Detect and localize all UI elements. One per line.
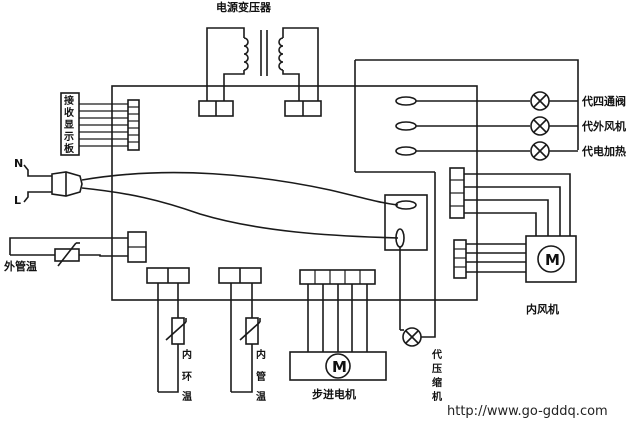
stepper-wires — [307, 284, 368, 352]
transformer-primary-connector — [198, 100, 234, 117]
n-terminal-label: N — [14, 157, 23, 170]
load-lamp-1 — [530, 91, 550, 111]
main-control-board — [111, 85, 478, 301]
relay-3 — [395, 146, 417, 156]
svg-text:环: 环 — [182, 371, 192, 383]
load-label-2: 代外风机 — [581, 119, 626, 133]
svg-text:示: 示 — [64, 131, 74, 143]
fan-wires — [464, 173, 571, 273]
svg-text:压: 压 — [432, 363, 442, 375]
svg-text:显: 显 — [64, 119, 74, 131]
power-plug — [51, 171, 83, 197]
stepper-motor-label: 步进电机 — [312, 387, 356, 401]
display-board: 接 收 显 示 板 — [60, 92, 80, 156]
fan-connector-upper — [449, 167, 465, 219]
svg-text:缩: 缩 — [432, 376, 442, 389]
transformer-secondary-connector — [284, 100, 322, 117]
svg-text:收: 收 — [64, 106, 74, 119]
outdoor-temp-label: 外管温 — [3, 259, 37, 273]
svg-text:M: M — [332, 358, 347, 376]
power-cable — [81, 171, 399, 206]
svg-text:M: M — [545, 251, 560, 269]
indoor-pipe-temp-sensor: 内 管 温 — [218, 267, 266, 403]
load-lamp-2 — [530, 116, 550, 136]
display-connector — [127, 99, 140, 151]
svg-text:代: 代 — [431, 348, 442, 361]
relay-loads: 代四通阀 代外风机 代电加热 — [354, 59, 626, 300]
outdoor-temp-sensor: 外管温 — [3, 231, 147, 273]
l-terminal-label: L — [14, 194, 21, 207]
stepper-motor: M 步进电机 — [289, 351, 387, 401]
svg-text:内: 内 — [182, 348, 192, 361]
stepper-connector — [299, 269, 376, 285]
load-label-3: 代电加热 — [581, 144, 626, 158]
compressor-lamp: 代 压 缩 机 — [402, 300, 442, 403]
svg-text:接: 接 — [64, 94, 74, 107]
indoor-fan-motor: M 内风机 — [525, 235, 577, 316]
svg-text:管: 管 — [256, 370, 266, 383]
fan-connector-lower — [453, 239, 467, 279]
svg-text:温: 温 — [256, 390, 266, 403]
website-watermark: http://www.go-gddq.com — [447, 404, 608, 419]
svg-text:温: 温 — [182, 390, 192, 403]
display-board-wires — [79, 103, 128, 147]
svg-text:内: 内 — [256, 348, 266, 361]
relay-4 — [395, 200, 417, 210]
indoor-fan-label: 内风机 — [526, 302, 559, 316]
svg-text:机: 机 — [432, 390, 442, 403]
transformer-label: 电源变压器 — [216, 0, 272, 14]
compressor-relay — [384, 194, 428, 331]
power-transformer: 电源变压器 — [206, 0, 319, 101]
power-input: N L — [14, 157, 399, 239]
relay-2 — [395, 121, 417, 131]
load-lamp-3 — [530, 141, 550, 161]
indoor-ring-temp-sensor: 内 环 温 — [146, 267, 192, 403]
relay-1 — [395, 96, 417, 106]
svg-text:板: 板 — [64, 142, 75, 155]
load-label-1: 代四通阀 — [581, 94, 626, 108]
